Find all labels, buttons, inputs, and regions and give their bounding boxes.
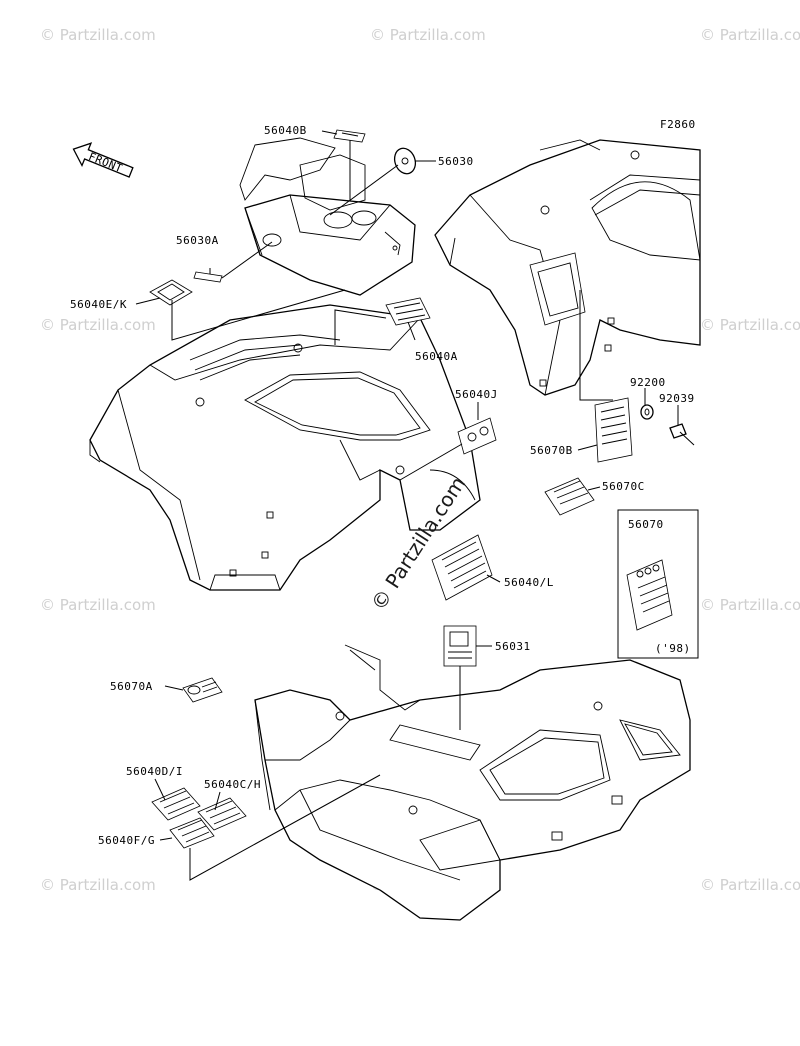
decal-56070A [182, 677, 223, 703]
callout-56040L: 56040/L [504, 576, 554, 589]
callout-56040A: 56040A [415, 350, 458, 363]
decal-56040DI [151, 787, 201, 821]
callout-56030A: 56030A [176, 234, 219, 247]
watermark: © Partzilla.com [700, 876, 800, 894]
washer-92200 [640, 404, 654, 420]
watermark: © Partzilla.com [40, 596, 156, 614]
front-label: FRONT [87, 150, 125, 175]
callout-56070B: 56070B [530, 444, 573, 457]
decal-56031 [443, 625, 477, 667]
callout-56070C: 56070C [602, 480, 645, 493]
callout-56030: 56030 [438, 155, 474, 168]
decal-56070B-sheet [594, 397, 633, 463]
watermark: © Partzilla.com [40, 876, 156, 894]
watermark: © Partzilla.com [40, 26, 156, 44]
watermark: © Partzilla.com [700, 316, 800, 334]
inset-year: ('98) [655, 642, 691, 655]
leader-lines [135, 130, 679, 881]
decal-56040A [385, 297, 431, 326]
inset-part-label: 56070 [628, 518, 664, 531]
watermark: © Partzilla.com [370, 26, 486, 44]
watermark: © Partzilla.com [40, 316, 156, 334]
screw-92039 [669, 423, 695, 446]
decal-56040EK [149, 279, 193, 306]
callout-56040CH: 56040C/H [204, 778, 261, 791]
decal-56040J [457, 417, 497, 455]
decal-56070B [529, 252, 586, 326]
decal-56040CH [197, 797, 247, 831]
decal-56030A [193, 271, 223, 283]
watermark: © Partzilla.com [700, 596, 800, 614]
figure-code: F2860 [660, 118, 696, 131]
inset-box-98: 56070 ('98) [617, 509, 699, 659]
callout-56070A: 56070A [110, 680, 153, 693]
decal-56040B [333, 129, 366, 143]
front-cover [239, 137, 416, 296]
front-fender-assembly [89, 304, 481, 591]
front-arrow-icon: FRONT [72, 142, 134, 178]
decal-56040L [431, 534, 493, 601]
callout-56040FG: 56040F/G [98, 834, 155, 847]
rear-fender-assembly [254, 644, 691, 921]
callout-56040J: 56040J [455, 388, 498, 401]
callout-56040DI: 56040D/I [126, 765, 183, 778]
callout-92039: 92039 [659, 392, 695, 405]
callout-56040EK: 56040E/K [70, 298, 127, 311]
decal-56040FG [169, 817, 215, 849]
decal-56030-sticker [393, 147, 417, 175]
callout-56031: 56031 [495, 640, 531, 653]
watermark: © Partzilla.com [700, 26, 800, 44]
callout-92200: 92200 [630, 376, 666, 389]
callout-labels: 56040B 56030 56030A 56040E/K 56040A 5604… [70, 124, 695, 847]
decal-56070C [544, 477, 595, 516]
callout-56040B: 56040B [264, 124, 307, 137]
